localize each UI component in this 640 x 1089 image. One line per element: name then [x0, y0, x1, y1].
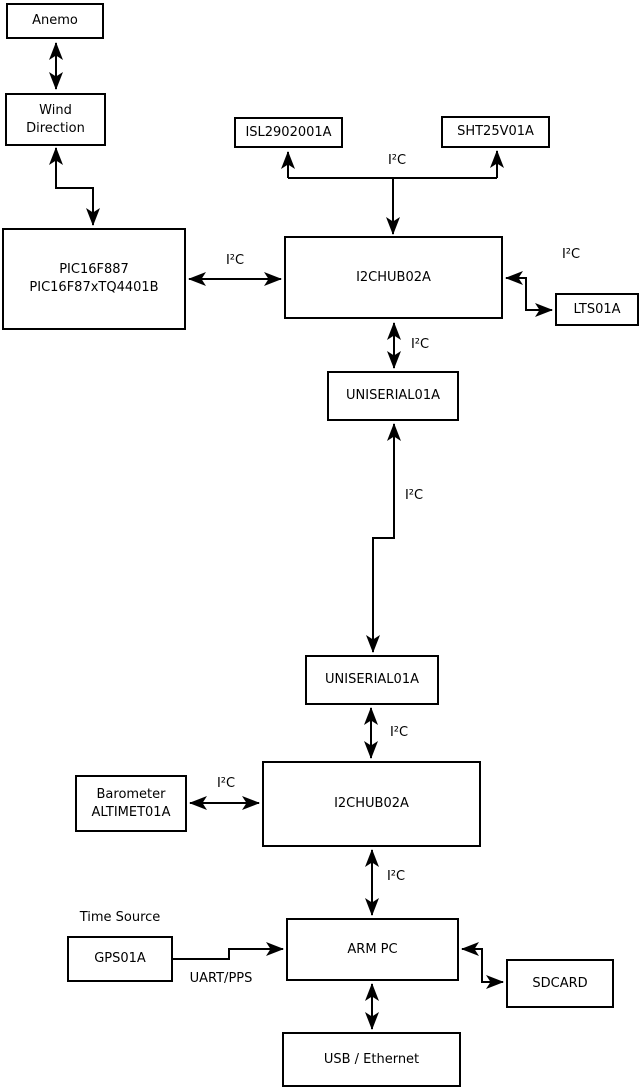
label-i2c-uniserial-link: I²C	[404, 488, 424, 503]
node-i2chub02a-top-label: I2CHUB02A	[356, 269, 431, 285]
label-i2c-hub-uniserial: I²C	[410, 337, 430, 352]
node-i2chub02a-bottom-label: I2CHUB02A	[334, 796, 409, 812]
node-sdcard: SDCARD	[506, 959, 614, 1008]
label-i2c-pic-hub: I²C	[225, 253, 245, 268]
node-pic16f887-label-line2: PIC16F87xTQ4401B	[29, 280, 159, 295]
label-i2c-barometer-hub2: I²C	[216, 776, 236, 791]
node-uniserial01a-bottom: UNISERIAL01A	[305, 655, 439, 705]
node-i2chub02a-bottom: I2CHUB02A	[262, 761, 481, 847]
node-sht25v01a-label: SHT25V01A	[457, 124, 534, 140]
edge-hub-lts	[505, 271, 553, 317]
label-uart-pps: UART/PPS	[189, 971, 253, 986]
label-i2c-uniserial-hub2: I²C	[389, 725, 409, 740]
label-time-source: Time Source	[79, 910, 161, 925]
node-isl2902001a-label: ISL2902001A	[245, 124, 332, 140]
node-sdcard-label: SDCARD	[532, 975, 588, 991]
node-sht25v01a: SHT25V01A	[441, 116, 550, 148]
node-barometer-altimet01a: Barometer ALTIMET01A	[75, 775, 187, 832]
edge-winddirection-pic	[49, 147, 100, 226]
node-gps01a-label: GPS01A	[94, 951, 146, 967]
label-i2c-hub-lts: I²C	[561, 247, 581, 262]
node-wind-direction: Wind Direction	[5, 93, 106, 146]
node-uniserial01a-top-label: UNISERIAL01A	[346, 388, 440, 404]
node-lts01a-label: LTS01A	[573, 301, 621, 317]
node-arm-pc-label: ARM PC	[347, 941, 398, 957]
edge-uniserial-uniserial	[366, 423, 401, 653]
label-i2c-sensors-bus: I²C	[387, 153, 407, 168]
node-gps01a: GPS01A	[67, 936, 173, 982]
node-usb-ethernet: USB / Ethernet	[282, 1032, 461, 1087]
node-pic16f887: PIC16F887 PIC16F87xTQ4401B	[2, 228, 186, 330]
node-arm-pc: ARM PC	[286, 918, 459, 981]
node-usb-ethernet-label: USB / Ethernet	[323, 1051, 420, 1067]
node-anemo-label: Anemo	[32, 13, 78, 29]
node-uniserial01a-top: UNISERIAL01A	[327, 371, 459, 421]
node-i2chub02a-top: I2CHUB02A	[284, 236, 503, 319]
node-lts01a: LTS01A	[555, 293, 639, 326]
label-i2c-hub2-armpc: I²C	[386, 869, 406, 884]
node-wind-direction-label-line1: Wind	[39, 102, 72, 118]
node-barometer-label-line1: Barometer	[96, 786, 166, 802]
edge-gps-armpc	[173, 942, 284, 960]
node-isl2902001a: ISL2902001A	[234, 117, 343, 148]
node-uniserial01a-bottom-label: UNISERIAL01A	[325, 672, 419, 688]
node-barometer-label-line2: ALTIMET01A	[91, 804, 171, 820]
node-pic16f887-label-line1: PIC16F887	[59, 262, 129, 278]
node-wind-direction-label-line2: Direction	[26, 120, 85, 136]
edge-armpc-sdcard	[461, 942, 504, 989]
node-anemo: Anemo	[6, 3, 104, 39]
